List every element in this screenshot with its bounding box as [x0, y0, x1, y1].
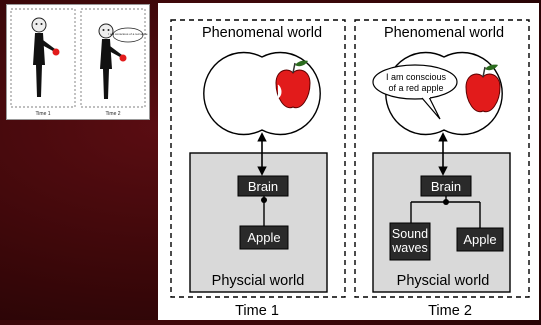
thumb-speech-text: I am conscious of a red apple: [108, 32, 148, 36]
thumb-person-1: [31, 17, 60, 97]
panel-2-sound-box: [389, 222, 431, 261]
panel-2-sound-label-2: waves: [391, 241, 427, 255]
diagram-panel: Phenomenal world Brain Apple Physcial wo…: [158, 3, 539, 320]
panel-1-apple-box: [239, 225, 289, 250]
thumb-person-2: I am conscious of a red apple: [98, 23, 148, 99]
panel-2-physical-label: Physcial world: [397, 273, 490, 289]
panel-2-speech-line-2: of a red apple: [388, 83, 443, 93]
panel-1-caption: Time 1: [235, 303, 279, 319]
thumb-caption-2: Time 2: [105, 111, 120, 117]
panel-2-brain-label: Brain: [431, 179, 461, 194]
panel-2-title: Phenomenal world: [384, 25, 504, 41]
thumb-apple-1: [52, 48, 60, 56]
thumb-speech-bubble: [112, 27, 144, 43]
thumb-panel-1-frame: [10, 8, 76, 108]
panel-2-speech-bubble: I am conscious of a red apple: [372, 64, 458, 120]
panel-1-apple-icon: [275, 60, 311, 109]
panel-1-physical-label: Physcial world: [212, 273, 305, 289]
panel-1-connector-dot: [261, 197, 267, 203]
panel-2-speech-line-1: I am conscious: [386, 72, 447, 82]
thumb-apple-2: [119, 54, 127, 62]
panel-time-1: Phenomenal world Brain Apple Physcial wo…: [170, 19, 346, 319]
panel-1-title: Phenomenal world: [202, 25, 322, 41]
panel-2-apple-label: Apple: [463, 232, 496, 247]
panel-2-sound-label-1: Sound: [392, 227, 428, 241]
panel-2-apple-icon: [465, 64, 501, 113]
thumb-caption-1: Time 1: [35, 111, 50, 117]
thumbnail-image: I am conscious of a red apple Time 1 Tim…: [6, 4, 150, 120]
panel-1-physical-box: [189, 152, 328, 293]
panel-1-apple-label: Apple: [247, 230, 280, 245]
thumb-panel-2-frame: [80, 8, 146, 108]
panel-2-caption: Time 2: [428, 303, 472, 319]
panel-1-brain-label: Brain: [248, 179, 278, 194]
panel-1-brain-box: [237, 175, 289, 197]
panel-2-apple-box: [456, 227, 504, 252]
panel-time-2: Phenomenal world I am conscious of a red…: [354, 19, 530, 319]
